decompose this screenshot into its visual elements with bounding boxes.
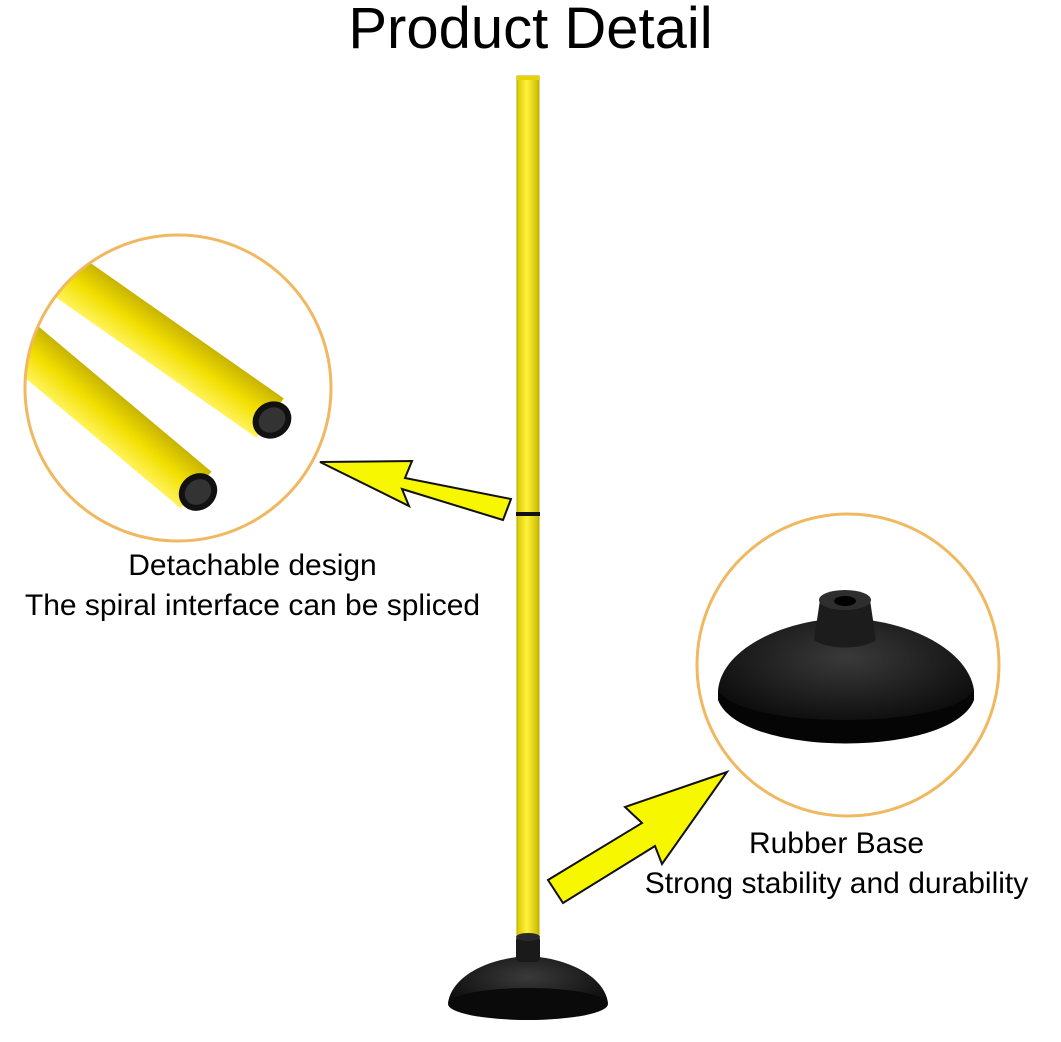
- callout-caption-right: Rubber Base Strong stability and durabil…: [612, 824, 1061, 904]
- page-title: Product Detail: [348, 0, 713, 61]
- pole-joint-line: [516, 512, 540, 516]
- callout-heading: Rubber Base: [748, 827, 925, 860]
- marker-pole: [516, 75, 540, 939]
- callout-text: The spiral interface can be spliced: [24, 589, 481, 622]
- pole-rubber-base: [448, 933, 608, 1020]
- rubber-base-closeup-icon: [695, 512, 1001, 818]
- arrow-right-callout-icon: [546, 770, 730, 905]
- callout-text: Strong stability and durability: [644, 867, 1029, 900]
- pole-joint-closeup-icon: [23, 233, 333, 543]
- arrow-left-callout-icon: [319, 459, 513, 522]
- callout-caption-left: Detachable design The spiral interface c…: [0, 546, 505, 626]
- callout-heading: Detachable design: [128, 549, 377, 582]
